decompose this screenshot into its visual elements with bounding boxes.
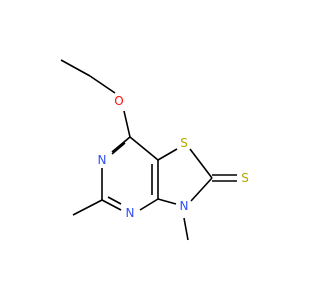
sulfur-label-thione: S (241, 171, 249, 185)
bond-c5-n4-inner (107, 196, 122, 205)
bond-ethyl-c2-o (89, 75, 116, 94)
bond-c5-n4 (101, 199, 122, 211)
bond-n4-c3a (139, 198, 159, 211)
bond-c7-n6-inner (111, 142, 126, 155)
structure-diagram: O N N S S N (60, 59, 249, 241)
bond-c2-n3 (190, 177, 213, 202)
bond-c7a-c7 (129, 136, 159, 161)
bond-s1-c2 (189, 148, 213, 179)
nitrogen-label-lower: N (126, 206, 135, 220)
bond-c7a-s1 (157, 148, 178, 161)
oxygen-label: O (114, 94, 123, 108)
nitrogen-label-thiazole: N (180, 199, 189, 213)
bond-c7-n6 (111, 136, 131, 153)
sulfur-label-ring: S (180, 136, 188, 150)
bond-n3-c3a (157, 198, 177, 205)
bond-o-c7 (123, 110, 131, 138)
bond-c5-methyl (72, 199, 103, 216)
bond-ethyl-c1-c2 (60, 59, 91, 77)
bond-n3-methyl (183, 217, 189, 241)
nitrogen-label-upper: N (98, 153, 107, 167)
